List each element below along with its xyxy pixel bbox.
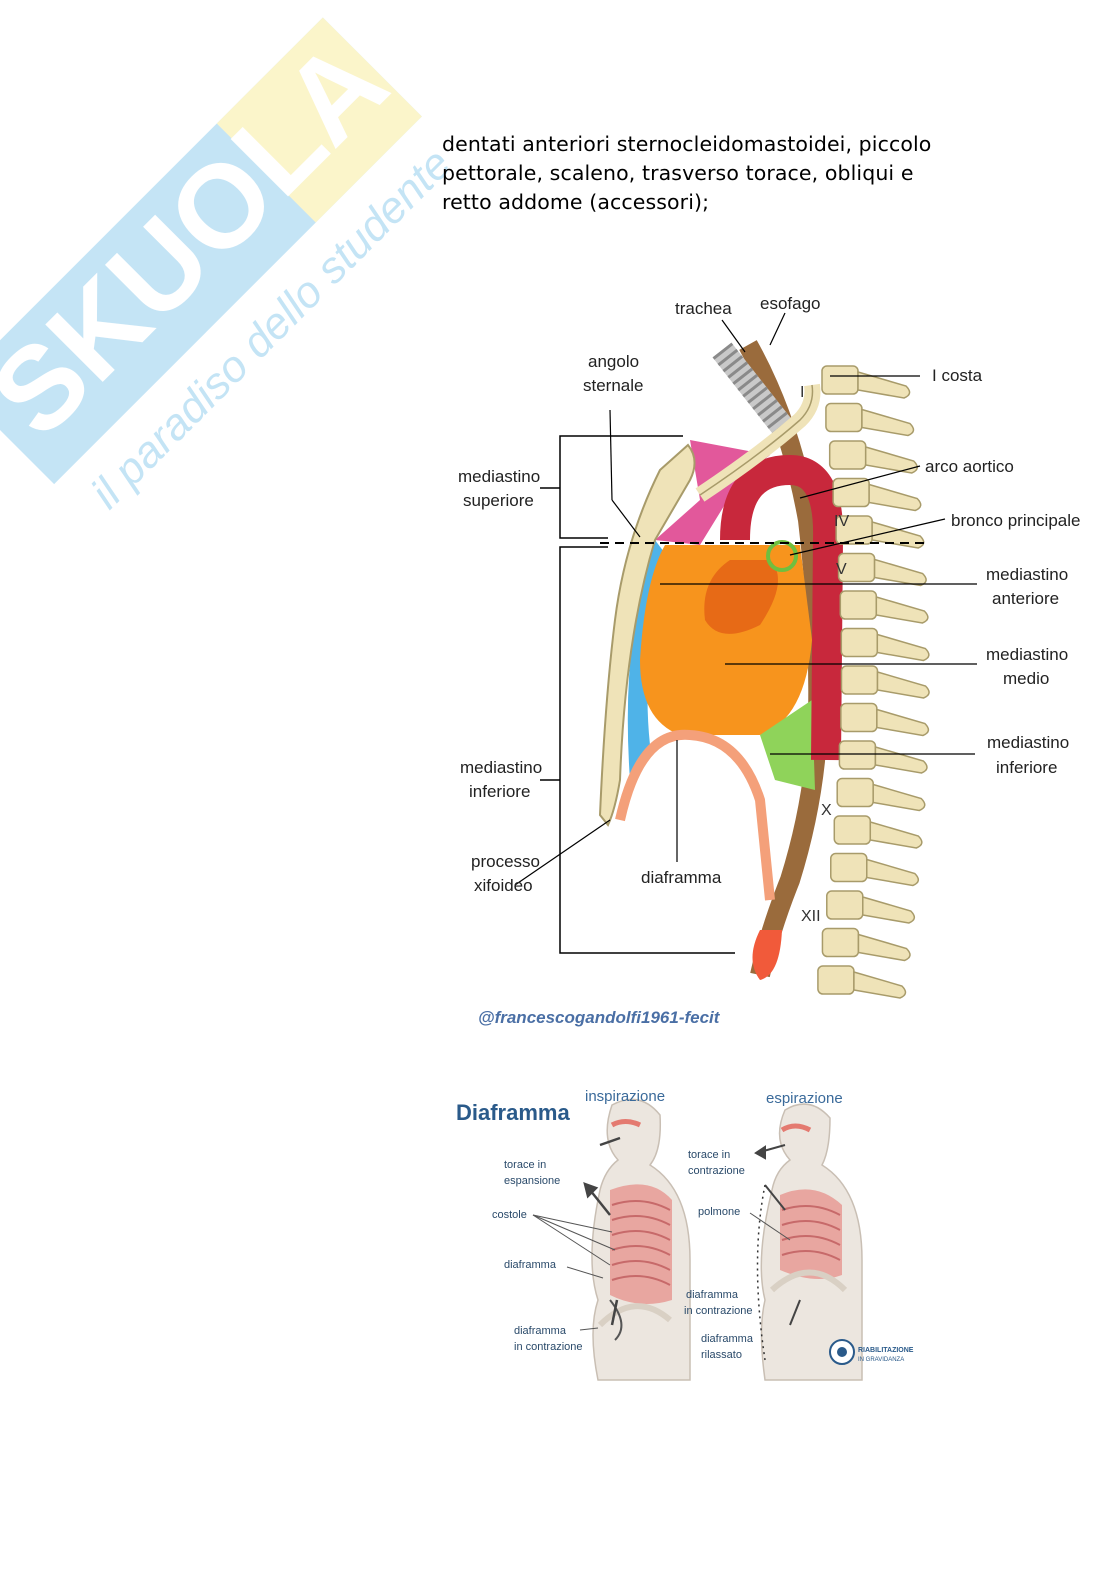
label-sternale: sternale: [583, 376, 643, 395]
label-mediastino-anteriore-1: mediastino: [986, 565, 1068, 584]
vertebra-process: [877, 710, 929, 736]
vertebra-body: [818, 966, 854, 994]
vertebra-process: [858, 935, 910, 961]
label-diaframma-rilassato-1: diaframma: [701, 1333, 754, 1345]
vertebra-process: [863, 897, 915, 923]
label-diaframma: diaframma: [641, 868, 722, 887]
vertebra-process: [877, 672, 929, 698]
vertebra-body: [822, 366, 858, 394]
vertebra-body: [830, 441, 866, 469]
label-diaframma-contrazione-left-1: diaframma: [514, 1325, 567, 1337]
label-trachea: trachea: [675, 299, 732, 318]
label-processo: processo: [471, 852, 540, 871]
label-esofago: esofago: [760, 294, 821, 313]
vertebra-process: [873, 785, 925, 811]
label-diaframma-rilassato-2: rilassato: [701, 1349, 742, 1361]
label-mediastino-superiore-1: mediastino: [458, 467, 540, 486]
vertebra-label-iv: IV: [834, 513, 849, 530]
vertebra-body: [827, 891, 863, 919]
label-torace-contrazione-1: torace in: [688, 1149, 730, 1161]
vertebra-process: [862, 410, 914, 436]
label-mediastino-inferiore-right-1: mediastino: [987, 733, 1069, 752]
watermark-blue-band: [0, 17, 422, 484]
vertebra-body: [841, 704, 877, 732]
label-mediastino-inferiore-left-2: inferiore: [469, 782, 530, 801]
watermark-yellow-band: [217, 17, 422, 222]
label-diaframma-contrazione-right-2: in contrazione: [684, 1305, 753, 1317]
label-torace-contrazione-2: contrazione: [688, 1165, 745, 1177]
vertebra-process: [854, 972, 906, 998]
vertebra-process: [876, 597, 928, 623]
vertebra-process: [877, 635, 929, 661]
label-costole: costole: [492, 1209, 527, 1221]
vertebra-body: [822, 929, 858, 957]
label-xifoideo: xifoideo: [474, 876, 533, 895]
vertebra-body: [834, 816, 870, 844]
vertebra-label-v: V: [836, 561, 847, 578]
diaphragm-crus: [753, 930, 783, 980]
vertebra-label-xii: XII: [801, 908, 821, 925]
vertebra-process: [875, 560, 927, 586]
figure2-background: [440, 1080, 960, 1385]
vertebra-body: [831, 854, 867, 882]
label-polmone: polmone: [698, 1206, 740, 1218]
inspirazione-heading: inspirazione: [585, 1088, 665, 1105]
label-mediastino-anteriore-2: anteriore: [992, 589, 1059, 608]
label-angolo: angolo: [588, 352, 639, 371]
label-torace-espansione-1: torace in: [504, 1159, 546, 1171]
label-diaframma-contrazione-left-2: in contrazione: [514, 1341, 583, 1353]
vertebra-body: [841, 666, 877, 694]
mediastinum-figure: trachea esofago angolo sternale I costa …: [440, 280, 1100, 1050]
logo-text-2: IN GRAVIDANZA: [858, 1357, 904, 1363]
vertebra-body: [826, 404, 862, 432]
label-mediastino-medio-1: mediastino: [986, 645, 1068, 664]
vertebra-label-x: X: [821, 802, 832, 819]
label-mediastino-inferiore-left-1: mediastino: [460, 758, 542, 777]
label-mediastino-superiore-2: superiore: [463, 491, 534, 510]
logo-text-1: RIABILITAZIONE: [858, 1347, 914, 1354]
diaphragm-breathing-figure: Diaframma inspirazione espirazione torac…: [440, 1080, 960, 1385]
paragraph-line: pettorale, scaleno, trasverso torace, ob…: [442, 159, 1002, 188]
figure2-title: Diaframma: [456, 1100, 570, 1125]
label-mediastino-medio-2: medio: [1003, 669, 1049, 688]
paragraph-line: retto addome (accessori);: [442, 188, 1002, 217]
watermark-tagline: il paradiso dello studente: [82, 139, 461, 518]
label-mediastino-inferiore-right-2: inferiore: [996, 758, 1057, 777]
espirazione-heading: espirazione: [766, 1090, 843, 1107]
vertebra-process: [870, 822, 922, 848]
vertebra-label-i: I: [800, 384, 804, 401]
label-torace-espansione-2: espansione: [504, 1175, 560, 1187]
label-diaframma-contrazione-right-1: diaframma: [686, 1289, 739, 1301]
vertebra-process: [875, 747, 927, 773]
vertebra-body: [841, 629, 877, 657]
vertebra-process: [867, 860, 919, 886]
vertebra-process: [869, 485, 921, 511]
label-arco-aortico: arco aortico: [925, 457, 1014, 476]
vertebra-body: [833, 479, 869, 507]
vertebra-body: [839, 741, 875, 769]
label-diaframma-left: diaframma: [504, 1259, 557, 1271]
label-i-costa: I costa: [932, 366, 983, 385]
vertebra-body: [837, 779, 873, 807]
body-paragraph: dentati anteriori sternocleidomastoidei,…: [442, 130, 1002, 217]
label-bronco-principale: bronco principale: [951, 511, 1080, 530]
vertebra-body: [840, 591, 876, 619]
paragraph-line: dentati anteriori sternocleidomastoidei,…: [442, 130, 1002, 159]
figure-credit: @francescogandolfi1961-fecit: [478, 1008, 721, 1027]
